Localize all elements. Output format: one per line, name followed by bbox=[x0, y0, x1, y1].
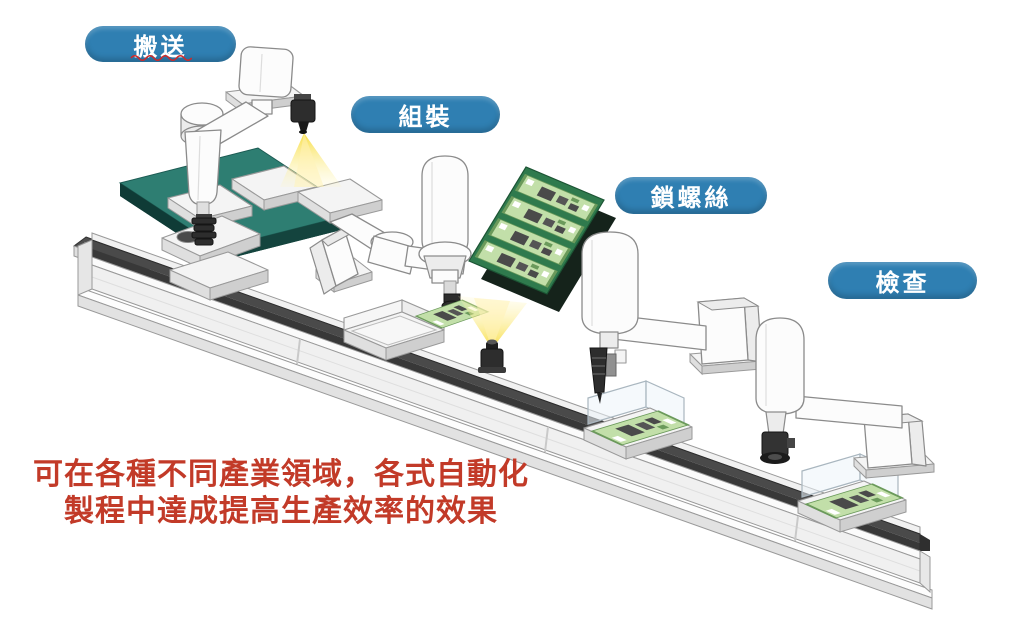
tray bbox=[297, 178, 383, 224]
suction-bellows bbox=[191, 214, 217, 246]
conveyor-tray bbox=[343, 299, 445, 361]
station-label-inspection: 檢查 bbox=[828, 262, 977, 299]
inspection-camera-icon bbox=[760, 431, 795, 464]
pcb-pallet bbox=[798, 454, 906, 532]
station-label-screw-locking: 鎖螺絲 bbox=[615, 177, 767, 214]
misspell-squiggle-underline bbox=[129, 55, 192, 61]
upward-camera-icon bbox=[458, 296, 527, 373]
screwdriver-tool bbox=[589, 347, 627, 404]
caption-line-2: 製程中達成提高生產效率的效果 bbox=[64, 495, 498, 528]
scara-robot-transport bbox=[180, 46, 305, 246]
station-label-text: 搬送 bbox=[133, 33, 188, 61]
caption: 可在各種不同產業領域，各式自動化 製程中達成提高生產效率的效果 bbox=[28, 456, 534, 530]
station-label-assembly: 組裝 bbox=[351, 96, 500, 133]
scara-robot-screw-locking bbox=[581, 231, 775, 404]
station-label-text: 組裝 bbox=[398, 104, 453, 131]
station-label-text: 檢查 bbox=[875, 270, 930, 297]
pcb-panel bbox=[469, 167, 616, 312]
conveyor-belt bbox=[77, 232, 933, 610]
station-label-transport: 搬送 bbox=[85, 26, 236, 62]
caption-line-1: 可在各種不同產業領域，各式自動化 bbox=[33, 458, 529, 491]
overhead-camera-icon bbox=[280, 94, 342, 187]
pcb-pallet bbox=[584, 381, 692, 459]
conveyor-pallet bbox=[169, 251, 269, 301]
station-label-text: 鎖螺絲 bbox=[650, 185, 732, 212]
scara-robot-inspection bbox=[755, 317, 935, 480]
